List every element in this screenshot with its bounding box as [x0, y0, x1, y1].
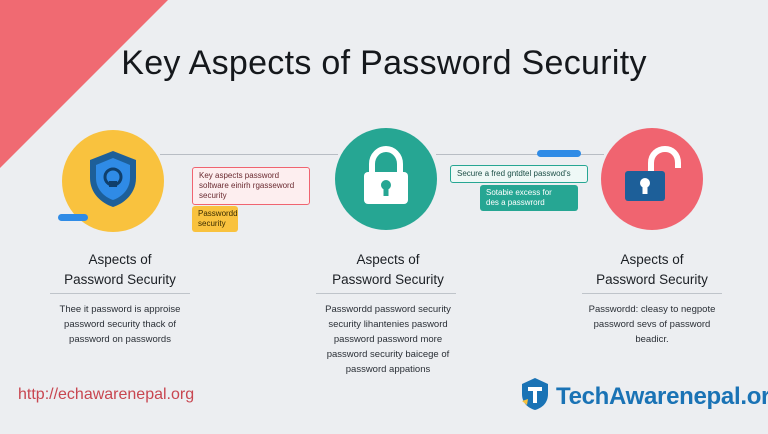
brand-logo: TechAwarenepal.org	[520, 377, 768, 416]
note-red: Key aspects password soltware einirh rga…	[192, 167, 310, 205]
connector-line-right	[436, 154, 604, 155]
padlock-open-icon	[621, 145, 683, 213]
column1-divider	[50, 293, 190, 294]
note-teal-bottom: Sotabie excess for des a passwrord	[480, 185, 578, 211]
brand-name: TechAwarenepal.org	[556, 382, 768, 410]
brand-shield-icon	[520, 377, 550, 416]
note-teal-top: Secure a fred gntdtel passwod's	[450, 165, 588, 183]
column2-heading: Aspects of Password Security	[332, 252, 444, 287]
column2-divider	[316, 293, 456, 294]
column3-divider	[582, 293, 722, 294]
accent-bar-col1	[58, 214, 88, 221]
circle-padlock	[335, 128, 437, 230]
column3-heading: Aspects of Password Security	[596, 252, 708, 287]
column3-description: Passwordd: cleasy to negpote password se…	[588, 304, 716, 345]
circle-open-padlock	[601, 128, 703, 230]
footer-url: http://echawarenepal.org	[18, 386, 195, 403]
accent-bar-top-right	[537, 150, 581, 157]
shield-icon	[85, 148, 141, 215]
column1-description: Thee it password is approise password se…	[59, 304, 181, 345]
page-title: Key Aspects of Password Security	[121, 44, 647, 82]
padlock-locked-icon	[358, 145, 414, 213]
connector-line-left	[160, 154, 338, 155]
column1-heading: Aspects of Password Security	[64, 252, 176, 287]
column2-description: Passwordd password security security lih…	[325, 304, 451, 375]
note-yellow: Passwordd security	[192, 206, 238, 232]
